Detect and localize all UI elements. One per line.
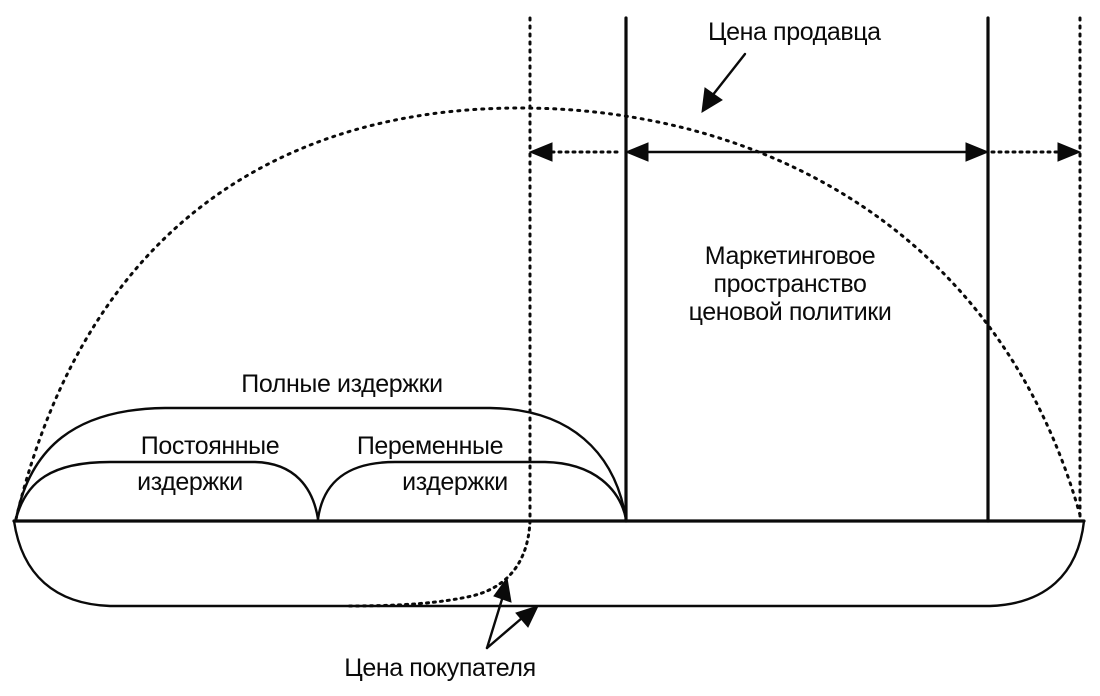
marketing-space-label-line-3: ценовой политики bbox=[689, 298, 892, 326]
fixed-costs-label-line-1: Постоянные bbox=[141, 432, 279, 460]
marketing-space-arrow-right-head bbox=[965, 142, 990, 162]
seller-price-pointer-shaft bbox=[710, 52, 747, 98]
variable-costs-label-line-1: Переменные bbox=[357, 432, 503, 460]
right-dotted-arrow-head bbox=[1057, 142, 1082, 162]
seller-price-dotted-arc bbox=[14, 106, 1082, 521]
full-costs-label: Полные издержки bbox=[241, 370, 442, 398]
buyer-price-label: Цена покупателя bbox=[344, 654, 535, 682]
lower-capsule-outline bbox=[12, 519, 1086, 608]
fixed-costs-label-line-2: издержки bbox=[137, 468, 243, 496]
left-dotted-arrow-head bbox=[528, 142, 553, 162]
marketing-space-arrow-left-head bbox=[624, 142, 649, 162]
buyer-price-dotted-curve bbox=[343, 519, 532, 608]
marketing-space-label-line-1: Маркетинговое bbox=[705, 242, 876, 270]
full-costs-arch bbox=[14, 406, 628, 521]
seller-price-label: Цена продавца bbox=[708, 18, 881, 46]
variable-costs-label-line-2: издержки bbox=[402, 468, 508, 496]
buyer-price-pointer-head-left bbox=[493, 576, 512, 603]
seller-price-pointer-head bbox=[701, 87, 723, 113]
buyer-price-pointer-shaft-right bbox=[485, 616, 524, 650]
fixed-costs-arch bbox=[14, 460, 320, 521]
buyer-price-pointer-head-right bbox=[515, 605, 539, 628]
buyer-price-pointer-shaft-left bbox=[485, 594, 505, 650]
marketing-space-label-line-2: пространство bbox=[714, 270, 867, 298]
variable-costs-arch bbox=[316, 460, 628, 521]
